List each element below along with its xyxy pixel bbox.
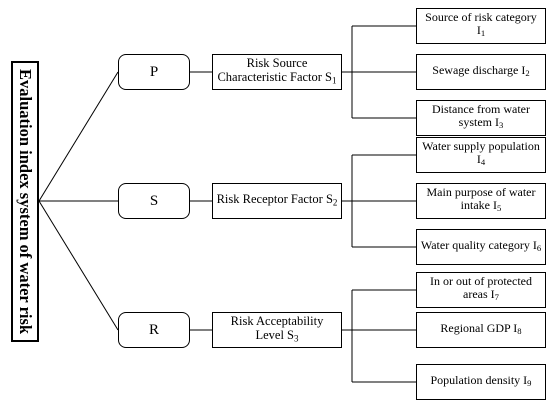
category-s: S (118, 183, 190, 219)
indicator-i9-text: Population density I (430, 372, 528, 387)
factor-s2: Risk Receptor Factor S2 (212, 183, 342, 219)
indicator-i1-text: Source of risk category I (425, 10, 537, 38)
factor-s2-text: Risk Receptor Factor S (216, 192, 333, 207)
category-r: R (118, 312, 190, 348)
indicator-i8-subscript: 8 (517, 326, 522, 337)
connector-root-r (38, 200, 119, 331)
factor-s3-text: Risk Acceptability Level S (230, 314, 324, 343)
indicator-i8: Regional GDP I8 (416, 312, 546, 348)
indicator-i6-text: Water quality category I (420, 237, 537, 252)
indicator-i5-text: Main purpose of water intake I (426, 185, 536, 213)
category-r-label: R (148, 321, 159, 338)
factor-s2-subscript: 2 (332, 197, 338, 208)
indicator-i7-subscript: 7 (494, 292, 499, 303)
indicator-i6-subscript: 6 (536, 243, 542, 254)
factor-s3-subscript: 3 (294, 333, 299, 344)
category-p: P (118, 54, 190, 90)
indicator-i2-text: Sewage discharge I (432, 62, 526, 77)
indicator-i2-subscript: 2 (525, 68, 530, 79)
factor-s1: Risk Source Characteristic Factor S1 (212, 54, 342, 90)
indicator-i4-subscript: 4 (480, 157, 486, 168)
indicator-i9-subscript: 9 (527, 378, 532, 389)
indicator-i9: Population density I9 (416, 364, 546, 400)
indicator-i8-text: Regional GDP I (440, 320, 518, 335)
indicator-i4: Water supply population I4 (416, 137, 546, 173)
indicator-i5: Main purpose of water intake I5 (416, 183, 546, 219)
indicator-i7-text: In or out of protected areas I (430, 274, 532, 302)
category-p-label: P (149, 63, 159, 80)
factor-s3: Risk Acceptability Level S3 (212, 312, 342, 348)
root-node: Evaluation index system of water risk (11, 61, 39, 342)
indicator-i2: Sewage discharge I2 (416, 54, 546, 90)
indicator-i4-text: Water supply population I (422, 139, 540, 167)
root-label: Evaluation index system of water risk (16, 68, 35, 335)
indicator-i3: Distance from water system I3 (416, 100, 546, 136)
indicator-i3-subscript: 3 (499, 120, 504, 131)
indicator-i1: Source of risk category I1 (416, 8, 546, 44)
factor-s1-subscript: 1 (332, 75, 337, 86)
connector-root-p (38, 71, 119, 202)
category-s-label: S (149, 192, 159, 209)
indicator-i6: Water quality category I6 (416, 229, 546, 265)
indicator-i7: In or out of protected areas I7 (416, 272, 546, 308)
indicator-i1-subscript: 1 (480, 28, 486, 39)
indicator-i3-text: Distance from water system I (432, 102, 530, 130)
indicator-i5-subscript: 5 (497, 203, 502, 214)
factor-s1-text: Risk Source Characteristic Factor S (217, 56, 333, 85)
